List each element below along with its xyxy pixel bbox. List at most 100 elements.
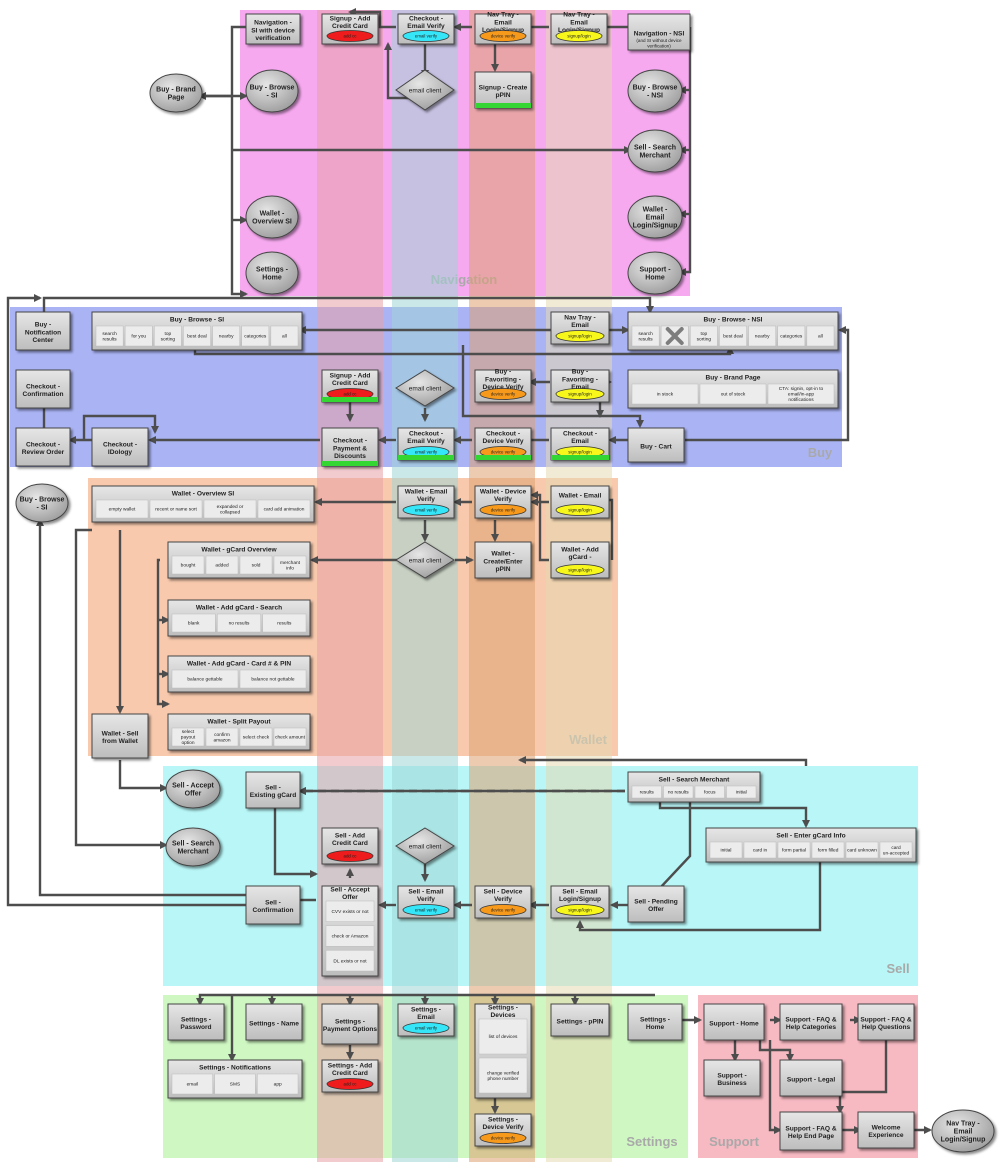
node-st-ppin[interactable]: Settings - pPIN xyxy=(550,1003,610,1037)
node-st-payment[interactable]: Settings -Payment Options xyxy=(321,1003,379,1045)
node-sp-faq-q[interactable]: Support - FAQ &Help Questions xyxy=(857,1003,915,1041)
node-o-buy-browse-nsi[interactable]: Buy - Browse- NSI xyxy=(627,69,683,113)
node-sp-legal[interactable]: Support - Legal xyxy=(779,1059,843,1097)
node-title: Wallet - Add gCard - Card # & PIN xyxy=(187,660,292,667)
box-shape xyxy=(779,1059,843,1097)
node-w-add-pin[interactable]: Wallet - Add gCard - Card # & PINbalance… xyxy=(167,655,311,693)
cell-label: no results xyxy=(668,790,689,796)
node-sp-home[interactable]: Support - Home xyxy=(703,1003,765,1041)
node-b-review[interactable]: Checkout -Review Order xyxy=(15,427,71,467)
node-email-client-2[interactable]: email client xyxy=(395,369,455,407)
node-b-cart[interactable]: Buy - Cart xyxy=(627,427,685,463)
node-title: Navigation - NSI xyxy=(634,30,685,37)
cell-box xyxy=(203,499,257,519)
node-title: Sell -Existing gCard xyxy=(250,785,297,800)
node-o-support-home[interactable]: Support -Home xyxy=(627,251,683,295)
node-title: Settings - pPIN xyxy=(557,1018,604,1025)
node-sp-faq-cat[interactable]: Support - FAQ &Help Categories xyxy=(779,1003,843,1041)
cell-box xyxy=(214,1073,256,1095)
node-o-settings-home[interactable]: Settings -Home xyxy=(245,251,299,295)
cell-label: added xyxy=(215,563,229,569)
node-email-client-4[interactable]: email client xyxy=(395,827,455,865)
cell-box xyxy=(239,727,273,747)
node-s-confirm[interactable]: Sell -Confirmation xyxy=(245,885,301,925)
node-o-wallet-ov[interactable]: Wallet -Overview SI xyxy=(245,195,299,239)
node-sp-business[interactable]: Support -Business xyxy=(703,1059,761,1097)
node-st-name[interactable]: Settings - Name xyxy=(245,1003,303,1041)
node-o-buy-browse-si2[interactable]: Buy - Browse- SI xyxy=(15,483,69,523)
column-band-4 xyxy=(546,10,612,1162)
node-b-payment[interactable]: Checkout -Payment &Discounts xyxy=(321,427,379,467)
flow-edge-52 xyxy=(658,800,810,828)
cell-label: no results xyxy=(229,621,250,627)
node-s-existing[interactable]: Sell -Existing gCard xyxy=(245,771,301,809)
node-title: Buy - Browse - SI xyxy=(170,316,224,323)
node-o-buy-browse-si[interactable]: Buy - Browse- SI xyxy=(245,69,299,113)
node-title: email client xyxy=(409,557,442,564)
node-st-home[interactable]: Settings -Home xyxy=(627,1003,683,1041)
box-shape xyxy=(779,1003,843,1041)
node-st-password[interactable]: Settings -Password xyxy=(167,1003,225,1041)
node-sp-faq-end[interactable]: Support - FAQ &Help End Page xyxy=(779,1111,843,1151)
node-b-conf[interactable]: Checkout -Confirmation xyxy=(15,369,71,409)
node-email-client-1[interactable]: email client xyxy=(395,69,455,111)
flow-edge-19 xyxy=(42,296,654,320)
node-email-client-3[interactable]: email client xyxy=(395,541,455,579)
cell-box xyxy=(273,727,307,747)
node-title: Checkout -Email xyxy=(563,431,597,446)
cell-box xyxy=(879,841,913,859)
node-b-idology[interactable]: Checkout -IDology xyxy=(91,427,149,467)
